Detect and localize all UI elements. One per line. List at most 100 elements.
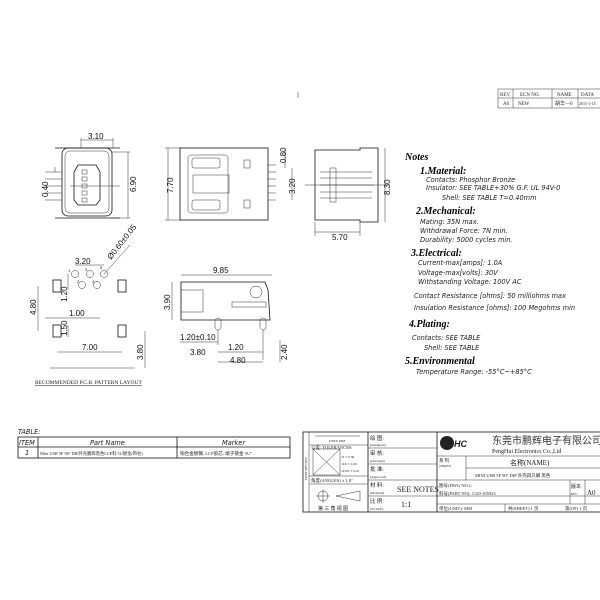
note-line: Contact Resistance [ohms]: 50 milliohms … xyxy=(414,292,566,300)
rev-label-en: REV. xyxy=(571,492,578,496)
sheet-number: 第(OF) 1 页 xyxy=(565,505,588,512)
note-heading: 4.Plating: xyxy=(408,319,450,330)
ecn-header: ECN NO. xyxy=(520,93,540,98)
note-line: Durability: 5000 cycles min. xyxy=(420,236,512,244)
notes: Notes 1.Material: Contacts: Phosphor Bro… xyxy=(404,152,575,376)
field-label-en: (Designed) xyxy=(370,443,386,447)
projection-label: 第 三 角 视 图 xyxy=(318,505,348,512)
part-no: 料号(PART NO): 1129-105923 xyxy=(439,490,496,497)
logo-text: PHC xyxy=(448,439,468,449)
parts-table-title: TABLE: xyxy=(18,428,41,436)
note-line: Voltage-max[volts]: 30V xyxy=(418,269,498,277)
dim-hole-dia: Ø0.60±0.05 xyxy=(105,222,138,261)
dim-d1: 3.80 xyxy=(190,348,206,357)
pin-label: 4 xyxy=(92,279,95,284)
sheet-count: 共(SHEET) 1 页 xyxy=(508,505,539,512)
title-block: DEPT REVIEW UNIT: MM 公差: TOLERANCES .X ±… xyxy=(302,431,600,513)
material-value: SEE NOTES xyxy=(397,485,439,494)
unit-label: UNIT: MM xyxy=(329,439,346,443)
pin-label: 5 xyxy=(100,265,103,270)
dim-standoff: 1.20±0.10 xyxy=(180,333,216,342)
note-heading: 5.Environmental xyxy=(405,356,475,367)
dim-pad-height: 1.50 xyxy=(60,320,69,336)
dim-length: 7.70 xyxy=(166,177,175,193)
tolerances-label: 公差: TOLERANCES xyxy=(311,444,352,450)
dim-pitch: 0.40 xyxy=(41,181,50,197)
note-line: Withstanding Voltage: 100V AC xyxy=(418,278,522,286)
unit-value: 单位(UNIT): MM xyxy=(439,505,472,512)
note-line: Shell: SEE TABLE T=0.40mm xyxy=(442,194,537,202)
dim-d3: 4.80 xyxy=(230,356,246,365)
scale-value: 1:1 xyxy=(401,500,411,509)
dim-pin-span: 3.20 xyxy=(288,178,297,194)
note-line: Contacts: SEE TABLE xyxy=(412,334,481,342)
series-label-en: (SERIES) xyxy=(439,464,451,468)
angles-label: 角度(ANGLES) ± 1.0° xyxy=(311,477,353,484)
tolerance-row: .XX ± 0.20 xyxy=(341,462,357,466)
pcb-layout: 3.20 Ø0.60±0.05 4.80 1.20 1.00 1.50 7.00… xyxy=(29,222,146,386)
item-value: 1 xyxy=(25,449,29,457)
dim-hole-span: 3.20 xyxy=(75,257,91,266)
rev-label: 版本 xyxy=(571,483,581,490)
dim-height: 3.90 xyxy=(163,294,172,310)
field-label: 批 准: xyxy=(370,465,384,473)
note-line: Insulator: SEE TABLE+30% G.F. UL 94V-0 xyxy=(426,184,560,192)
series-label: 系 列 xyxy=(439,457,450,464)
signature-fields: 绘 图: (Designed) 审 核: (Checked) 批 准: (App… xyxy=(370,434,439,511)
rev-value: A0 xyxy=(503,102,510,107)
revision-table: REV. ECN NO. NAME DATA A0 NEW 胡华—0 2015-… xyxy=(497,88,600,109)
notes-title: Notes xyxy=(404,152,428,163)
rev-value: A0 xyxy=(587,489,596,497)
tolerance-row: .XXX ± 0.10 xyxy=(341,469,360,473)
pcb-caption: RECOMMENDED P.C.B. PATTERN LAYOUT xyxy=(35,380,142,386)
marker-value: 铜合金镀镍, LCP胶芯, 端子镀金 5U" xyxy=(180,450,252,457)
ecn-value: NEW xyxy=(518,102,530,107)
note-line: Contacts: Phosphor Bronze xyxy=(426,176,515,184)
company-cn: 东莞市鹏辉电子有限公司 xyxy=(492,434,600,447)
note-line: Insulation Resistance [ohms]: 100 Megohm… xyxy=(414,304,575,312)
dim-pad-width: 1.00 xyxy=(69,309,85,318)
dim-height: 6.90 xyxy=(129,176,138,192)
note-heading: 1.Material: xyxy=(420,166,466,177)
note-line: Mating: 35N max. xyxy=(420,218,479,226)
note-line: Withdrawal Force: 7N min. xyxy=(420,227,508,235)
pin-label: 1 xyxy=(68,268,71,273)
side-view: 8.30 5.70 xyxy=(305,147,392,242)
dim-width: 3.10 xyxy=(88,132,104,141)
field-label-en: (Approved) xyxy=(370,475,387,479)
field-label-en: (Material) xyxy=(370,491,385,495)
dim-hole-offset: 1.20 xyxy=(60,286,69,302)
dwg-no: 图号(DWG NO.): xyxy=(439,483,472,489)
note-line: Temperature Range: -55°C~+85°C xyxy=(416,368,532,376)
note-line: Shell: SEE TABLE xyxy=(424,344,480,352)
dim-edge-offset: 3.80 xyxy=(136,344,145,360)
field-label-en: (SCALE) xyxy=(370,507,384,511)
marker-header: Marker xyxy=(222,439,246,447)
dept-label: DEPT REVIEW xyxy=(304,456,308,480)
part-name-header: Part Name xyxy=(90,439,125,447)
item-header: ITEM xyxy=(19,439,35,447)
tolerance-row: .X ± 0.30 xyxy=(341,455,354,459)
dim-offset: 0.80 xyxy=(279,147,288,163)
rev-header: REV. xyxy=(500,93,511,98)
company-en: PengHui Electronics Co.,Ltd xyxy=(492,449,561,455)
dim-d4: 2.40 xyxy=(280,344,289,360)
parts-table: TABLE: ITEM Part Name Marker 1 Mini USB … xyxy=(17,428,291,459)
name-header: NAME xyxy=(557,93,572,98)
top-view: 7.70 0.80 3.20 xyxy=(165,147,297,221)
dim-d2: 1.20 xyxy=(228,343,244,352)
data-header: DATA xyxy=(581,93,594,98)
field-label: 材 料: xyxy=(370,481,384,489)
dim-pad-pitch-v: 4.80 xyxy=(29,299,38,315)
dim-length: 9.85 xyxy=(213,266,229,275)
field-label-en: (Checked) xyxy=(370,459,385,463)
dim-depth: 5.70 xyxy=(332,233,348,242)
field-label: 绘 图: xyxy=(370,434,384,442)
pin-label: 3 xyxy=(85,267,88,272)
name-value: 胡华—0 xyxy=(555,100,573,107)
note-line: Current-max[amps]: 1.0A xyxy=(418,259,503,267)
part-name-value: Mini USB 5F 90° DIP外壳鹏辉黑色LCP料 5U镀金(带柱) xyxy=(40,450,143,457)
front-view: 3.10 0.40 6.90 xyxy=(41,132,138,219)
